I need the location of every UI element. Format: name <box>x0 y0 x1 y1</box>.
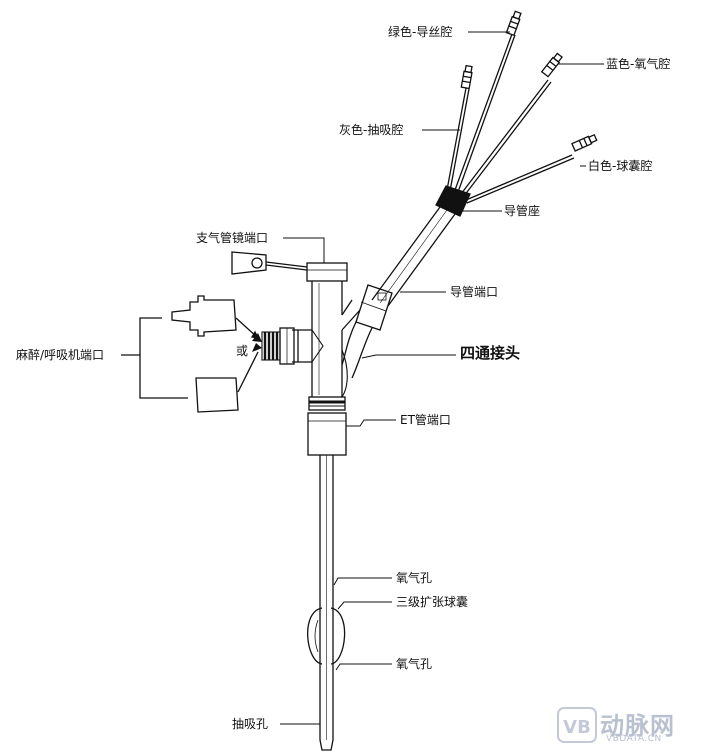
label-blue-oxygen: 蓝色-氧气腔 <box>606 57 671 71</box>
lumen-end-connectors <box>460 10 598 152</box>
et-tube-port-shape <box>307 396 347 456</box>
anesthesia-adapter-top <box>171 295 237 337</box>
vb-logo-icon: VB <box>557 707 597 743</box>
label-gray-suction: 灰色-抽吸腔 <box>339 123 404 137</box>
leader-lines <box>280 31 604 725</box>
main-catheter <box>319 455 334 751</box>
bronchoscope-cap <box>231 251 308 275</box>
label-suction-hole: 抽吸孔 <box>232 717 269 731</box>
label-three-stage-balloon: 三级扩张球囊 <box>396 595 469 609</box>
label-white-balloon: 白色-球囊腔 <box>588 159 653 173</box>
lumen-tubes <box>446 33 575 204</box>
label-catheter-port: 导管端口 <box>450 285 499 299</box>
label-anesthesia-port: 麻醉/呼吸机端口 <box>16 348 105 362</box>
watermark-name: 动脉网 <box>600 712 675 740</box>
label-four-way-connector: 四通接头 <box>460 344 521 362</box>
three-stage-balloon-shape <box>307 607 346 665</box>
label-et-tube-port: ET管端口 <box>400 413 451 427</box>
vb-logo-text: VB <box>563 717 591 738</box>
four-way-connector-body <box>279 262 361 398</box>
anesthesia-adapter-bottom <box>195 377 239 413</box>
watermark: VB 动脉网 VBDATA.CN <box>556 706 706 746</box>
anesthesia-bracket <box>121 317 188 399</box>
label-green-guidewire: 绿色-导丝腔 <box>388 25 453 39</box>
anesthesia-ribbed-port <box>261 331 281 361</box>
label-oxygen-hole-upper: 氧气孔 <box>396 571 433 585</box>
label-bronchoscope-port: 支气管镜端口 <box>196 231 269 245</box>
label-catheter-hub: 导管座 <box>504 204 541 218</box>
label-or: 或 <box>236 344 249 358</box>
anesthesia-arrows <box>235 317 262 393</box>
angled-catheter <box>341 206 456 379</box>
label-oxygen-hole-lower: 氧气孔 <box>396 657 433 671</box>
watermark-url: VBDATA.CN <box>606 734 662 744</box>
